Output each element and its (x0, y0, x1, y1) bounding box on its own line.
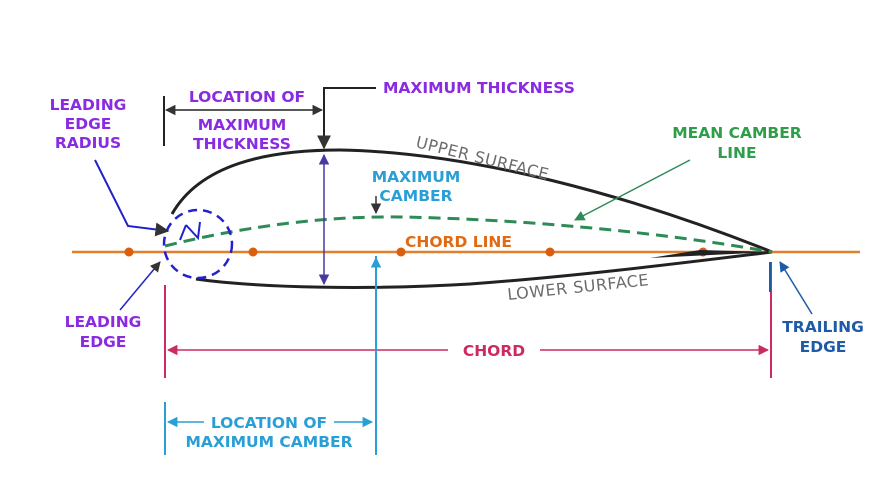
airfoil-upper-surface (170, 148, 773, 254)
leading-edge-radius-label: LEADING EDGE RADIUS (50, 96, 127, 152)
chord-dot (248, 247, 258, 257)
svg-text:EDGE: EDGE (65, 115, 112, 133)
airfoil-lower-surface (195, 250, 773, 289)
svg-text:MAXIMUM: MAXIMUM (198, 116, 287, 134)
mean-camber-line (164, 215, 773, 254)
leading-edge-radius-arrow (94, 159, 170, 237)
location-max-camber-dimension: LOCATION OF MAXIMUM CAMBER (164, 256, 382, 455)
svg-text:LOCATION OF: LOCATION OF (189, 88, 305, 106)
svg-text:TRAILING: TRAILING (782, 318, 864, 336)
svg-text:MAXIMUM THICKNESS: MAXIMUM THICKNESS (383, 79, 575, 97)
svg-text:EDGE: EDGE (800, 338, 847, 356)
svg-text:RADIUS: RADIUS (55, 134, 121, 152)
mean-camber-line-label: MEAN CAMBER LINE (574, 124, 802, 221)
maximum-thickness-label: MAXIMUM THICKNESS (317, 79, 575, 286)
chord-dot (396, 247, 406, 257)
trailing-edge-label: TRAILING EDGE (779, 261, 864, 356)
svg-text:LEADING: LEADING (65, 313, 142, 331)
chord-label: CHORD (463, 342, 525, 360)
svg-text:MEAN CAMBER: MEAN CAMBER (672, 124, 802, 142)
chord-dot (545, 247, 555, 257)
leading-edge-label: LEADING EDGE (65, 261, 161, 351)
chord-line-label: CHORD LINE (405, 233, 512, 251)
location-max-thickness-label: LOCATION OF MAXIMUM THICKNESS (163, 88, 324, 153)
radius-indicator-icon (179, 221, 201, 241)
svg-text:CAMBER: CAMBER (379, 187, 452, 205)
svg-text:MAXIMUM: MAXIMUM (372, 168, 461, 186)
svg-text:LINE: LINE (717, 144, 756, 162)
chord-dot (124, 247, 134, 257)
leading-edge-circle (162, 208, 234, 280)
svg-text:EDGE: EDGE (80, 333, 127, 351)
svg-text:MAXIMUM CAMBER: MAXIMUM CAMBER (185, 433, 352, 451)
svg-text:LOCATION OF: LOCATION OF (211, 414, 327, 432)
maximum-camber-label: MAXIMUM CAMBER (370, 168, 461, 215)
chord-dimension: CHORD (164, 262, 772, 378)
svg-text:THICKNESS: THICKNESS (193, 135, 291, 153)
svg-text:LEADING: LEADING (50, 96, 127, 114)
airfoil-trailing-wedge (650, 250, 772, 258)
